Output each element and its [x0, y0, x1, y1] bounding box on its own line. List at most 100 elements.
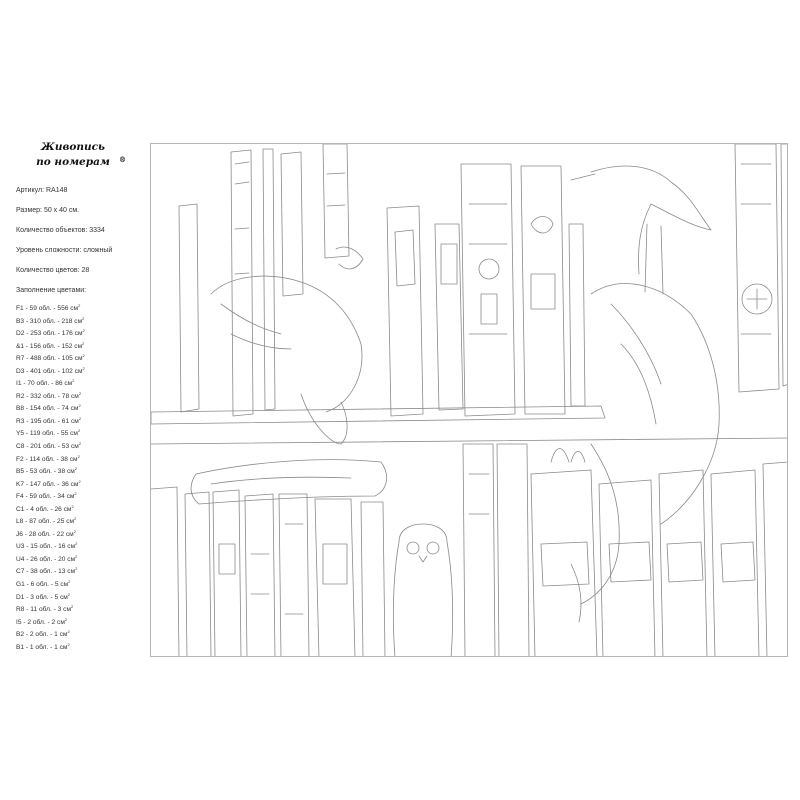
square-superscript: 2	[78, 303, 81, 308]
square-superscript: 2	[75, 566, 78, 572]
color-fill-item: F4 - 59 обл. - 34 см2	[16, 489, 144, 502]
color-fill-text: B5 - 53 обл. - 38 см	[16, 468, 75, 476]
color-fill-text: C7 - 38 обл. - 13 см	[16, 568, 76, 576]
color-fill-text: C8 - 201 обл. - 53 см	[16, 443, 79, 451]
color-fill-item: B3 - 310 обл. - 218 см2	[16, 314, 144, 327]
square-superscript: 2	[75, 541, 78, 547]
color-count: Количество цветов: 28	[16, 267, 90, 274]
color-fill-item: Y5 - 119 обл. - 55 см2	[16, 426, 144, 439]
scroll-figure	[190, 459, 388, 505]
color-fill-text: L8 - 87 обл. - 25 см	[16, 518, 75, 526]
cat-figure	[210, 246, 720, 623]
color-fill-text: D3 - 401 обл. - 102 см	[16, 367, 83, 375]
color-fill-text: D1 - 3 обл. - 5 см	[16, 593, 68, 601]
lower-right-books	[462, 443, 787, 656]
color-fill-text: R2 - 332 обл. - 78 см	[16, 392, 79, 400]
lower-left-books	[151, 486, 386, 656]
square-superscript: 2	[82, 353, 85, 359]
fill-heading: Заполнение цветами:	[16, 287, 87, 294]
square-superscript: 2	[67, 641, 70, 647]
square-superscript: 2	[77, 453, 80, 459]
color-fill-text: I1 - 70 обл. - 86 см	[16, 380, 73, 388]
color-fill-item: B8 - 154 обл. - 74 см2	[16, 401, 144, 414]
middle-shelf	[151, 405, 787, 445]
color-fill-text: K7 - 147 обл. - 36 см	[16, 480, 79, 488]
color-fill-item: F2 - 114 обл. - 38 см2	[16, 452, 144, 465]
logo-line-1: Живопись	[41, 141, 105, 153]
square-superscript: 2	[78, 403, 81, 409]
color-fill-item: D3 - 401 обл. - 102 см2	[16, 364, 144, 377]
logo-line-2: по номерам	[36, 156, 110, 168]
square-superscript: 2	[77, 428, 81, 434]
color-fill-text: F1 - 59 обл. - 556 см	[16, 305, 79, 312]
color-fill-text: B1 - 1 обл. - 1 см	[16, 643, 68, 651]
square-superscript: 2	[74, 491, 77, 497]
color-fill-item: B5 - 53 обл. - 38 см2	[16, 464, 144, 477]
color-fill-item: B2 - 2 обл. - 1 см2	[16, 627, 144, 640]
square-superscript: 2	[75, 553, 78, 559]
square-superscript: 2	[82, 315, 85, 321]
color-fill-text: B3 - 310 обл. - 218 см	[16, 317, 83, 325]
color-fill-text: R3 - 195 обл. - 61 см	[16, 417, 79, 425]
color-fill-item: R7 - 488 обл. - 105 см2	[16, 351, 144, 364]
color-fill-item: R8 - 11 обл. - 3 см2	[16, 602, 144, 615]
color-fill-text: R7 - 488 обл. - 105 см	[16, 355, 83, 363]
brand-logo: Живопись по номерам ®	[14, 140, 132, 170]
square-superscript: 2	[73, 528, 76, 534]
square-superscript: 2	[82, 328, 85, 334]
color-fill-item: D2 - 253 обл. - 176 см2	[16, 326, 144, 339]
color-fill-text: B8 - 154 обл. - 74 см	[16, 405, 79, 413]
color-fill-text: F2 - 114 обл. - 38 см	[16, 455, 78, 463]
upper-right-books	[734, 144, 787, 393]
square-superscript: 2	[74, 466, 78, 472]
color-fill-text: R8 - 11 обл. - 3 см	[16, 606, 71, 614]
square-superscript: 2	[70, 604, 74, 610]
registered-mark: ®	[119, 155, 126, 164]
color-fill-text: U3 - 15 обл. - 16 см	[16, 543, 76, 551]
color-fill-item: I1 - 70 обл. - 86 см2	[16, 376, 144, 389]
color-fill-text: F4 - 59 обл. - 34 см	[16, 493, 75, 501]
color-fill-item: U4 - 26 обл. - 20 см2	[16, 552, 144, 565]
color-fill-text: B2 - 2 обл. - 1 см	[16, 631, 68, 639]
upper-left-books	[178, 144, 350, 417]
color-fill-text: D2 - 253 обл. - 176 см	[16, 330, 83, 338]
color-fill-item: U3 - 15 обл. - 16 см2	[16, 539, 144, 552]
difficulty-level: Уровень сложности: сложный	[16, 247, 113, 254]
color-fill-item: R2 - 332 обл. - 78 см2	[16, 389, 144, 402]
color-fill-item: K7 - 147 обл. - 36 см2	[16, 477, 144, 490]
color-fill-text: G1 - 6 обл. - 5 см	[16, 581, 69, 589]
color-fill-item: R3 - 195 обл. - 61 см2	[16, 414, 144, 427]
color-fill-item: L8 - 87 обл. - 25 см2	[16, 514, 144, 527]
color-fill-item: D1 - 3 обл. - 5 см2	[16, 590, 144, 603]
square-superscript: 2	[78, 478, 81, 484]
color-fill-text: J6 - 28 обл. - 22 см	[16, 530, 74, 538]
info-panel: Живопись по номерам ® Артикул: RA148 Раз…	[14, 140, 144, 652]
color-fill-text: C1 - 4 обл. - 26 см	[16, 505, 72, 513]
color-fill-item: J6 - 28 обл. - 22 см2	[16, 527, 144, 540]
square-superscript: 2	[78, 390, 82, 396]
color-fill-item: F1 - 59 обл. - 556 см2	[16, 301, 144, 314]
article-number: Артикул: RA148	[16, 187, 68, 194]
color-fill-text: &1 - 156 обл. - 152 см	[16, 342, 83, 350]
square-superscript: 2	[82, 340, 85, 346]
color-fill-text: U4 - 26 обл. - 20 см	[16, 555, 76, 563]
color-fill-item: B1 - 1 обл. - 1 см2	[16, 640, 144, 653]
square-superscript: 2	[78, 415, 82, 421]
upper-middle-books	[386, 163, 586, 417]
heron-figure	[570, 165, 712, 295]
square-superscript: 2	[78, 441, 82, 447]
square-superscript: 2	[72, 378, 75, 384]
square-superscript: 2	[67, 629, 70, 635]
square-superscript: 2	[68, 579, 71, 585]
color-fill-text: Y5 - 119 обл. - 55 см	[16, 430, 78, 438]
color-fill-item: C1 - 4 обл. - 26 см2	[16, 502, 144, 515]
owl-figure	[392, 523, 454, 656]
object-count: Количество объектов: 3334	[16, 227, 105, 234]
color-fill-text: I5 - 2 обл. - 2 см	[16, 618, 65, 626]
coloring-canvas	[150, 143, 788, 657]
color-fill-item: I5 - 2 обл. - 2 см2	[16, 615, 144, 628]
color-fill-item: C7 - 38 обл. - 13 см2	[16, 564, 144, 577]
square-superscript: 2	[67, 591, 71, 597]
line-art-illustration	[151, 144, 787, 656]
